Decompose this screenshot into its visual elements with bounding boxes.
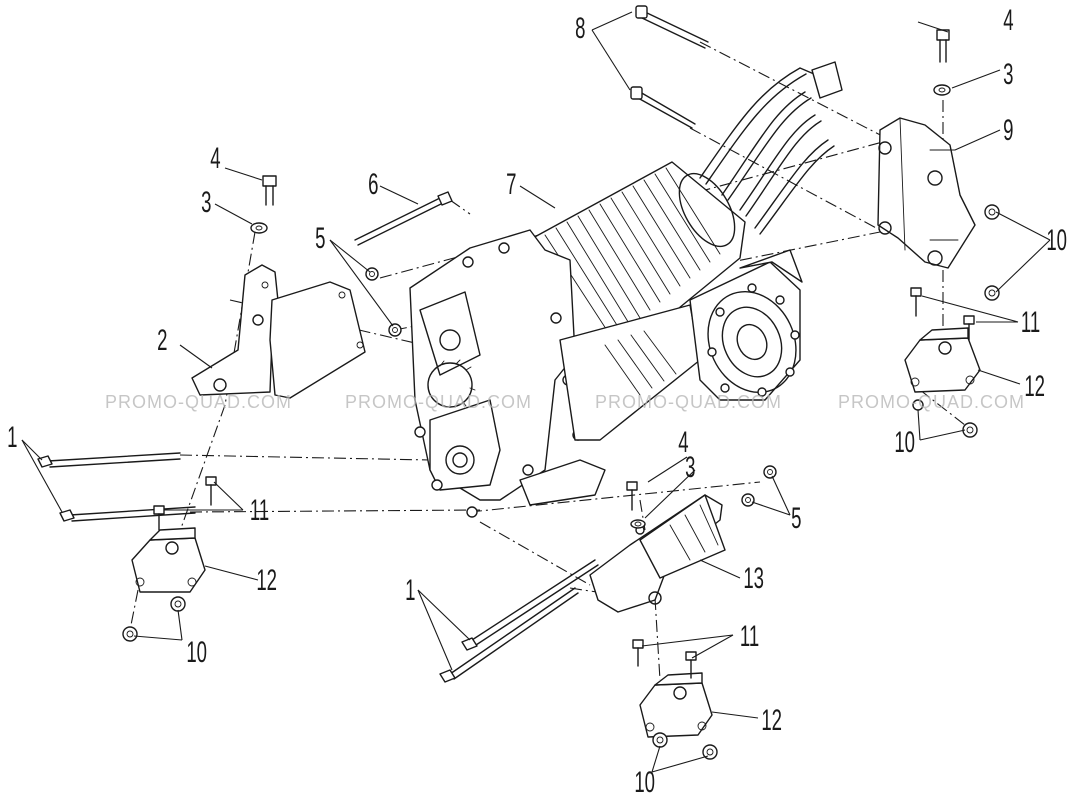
label-bolt-mount: 11 (740, 620, 759, 654)
label-bracket-front: 13 (743, 562, 764, 596)
label-rubber-mount: 12 (1024, 370, 1045, 404)
label-nut-small: 5 (791, 502, 801, 536)
rubber-mount-right (904, 327, 981, 393)
nuts (122, 204, 1000, 760)
long-bolt-upper (37, 452, 181, 468)
long-bolt-front (439, 559, 599, 683)
label-nut-flange: 10 (634, 766, 655, 800)
label-bolt-long: 1 (7, 421, 17, 455)
label-motor-assembly: 7 (506, 168, 516, 202)
watermark: PROMO-QUAD.COM PROMO-QUAD.COM PROMO-QUAD… (105, 392, 1025, 412)
label-washer: 3 (1003, 58, 1013, 92)
watermark-text: PROMO-QUAD.COM (838, 392, 1025, 412)
label-bolt-short: 4 (210, 142, 220, 176)
rear-gear-cover (689, 249, 803, 401)
rubber-mount-left (131, 527, 206, 593)
part-labels: 1 2 3 4 5 6 7 8 4 3 9 10 11 12 10 4 3 5 … (7, 4, 1067, 800)
bolts-and-washers (250, 29, 951, 529)
rubber-mount-front (639, 672, 713, 738)
motor-body (519, 161, 746, 346)
label-nut-flange: 10 (1046, 224, 1067, 258)
watermark-text: PROMO-QUAD.COM (345, 392, 532, 412)
label-bolt-top: 8 (575, 12, 585, 46)
label-nut-flange: 10 (894, 426, 915, 460)
label-bolt-short: 4 (678, 426, 688, 460)
label-washer: 3 (201, 186, 211, 220)
watermark-text: PROMO-QUAD.COM (595, 392, 782, 412)
label-bracket-right: 9 (1003, 114, 1013, 148)
label-bolt-mount: 11 (250, 494, 269, 528)
watermark-text: PROMO-QUAD.COM (105, 392, 292, 412)
leader-lines (21, 11, 1051, 773)
top-bolts (630, 5, 709, 129)
bolt-six (354, 191, 453, 246)
label-bolt-mount: 11 (1021, 306, 1040, 340)
label-bracket-left: 2 (157, 324, 167, 358)
label-bolt-single: 6 (368, 168, 378, 202)
left-bracket (191, 264, 366, 399)
label-bolt-short: 4 (1003, 4, 1013, 38)
label-nut-small: 5 (315, 222, 325, 256)
right-bracket (877, 117, 976, 269)
label-bolt-long: 1 (405, 574, 415, 608)
label-nut-flange: 10 (186, 636, 207, 670)
label-rubber-mount: 12 (256, 564, 277, 598)
mount-bolts (153, 287, 975, 679)
label-rubber-mount: 12 (761, 704, 782, 738)
long-bolt-lower (59, 506, 196, 522)
front-bracket (589, 494, 726, 613)
label-washer: 3 (685, 451, 695, 485)
gearbox-housing (409, 229, 701, 518)
motor-cables (699, 61, 843, 235)
